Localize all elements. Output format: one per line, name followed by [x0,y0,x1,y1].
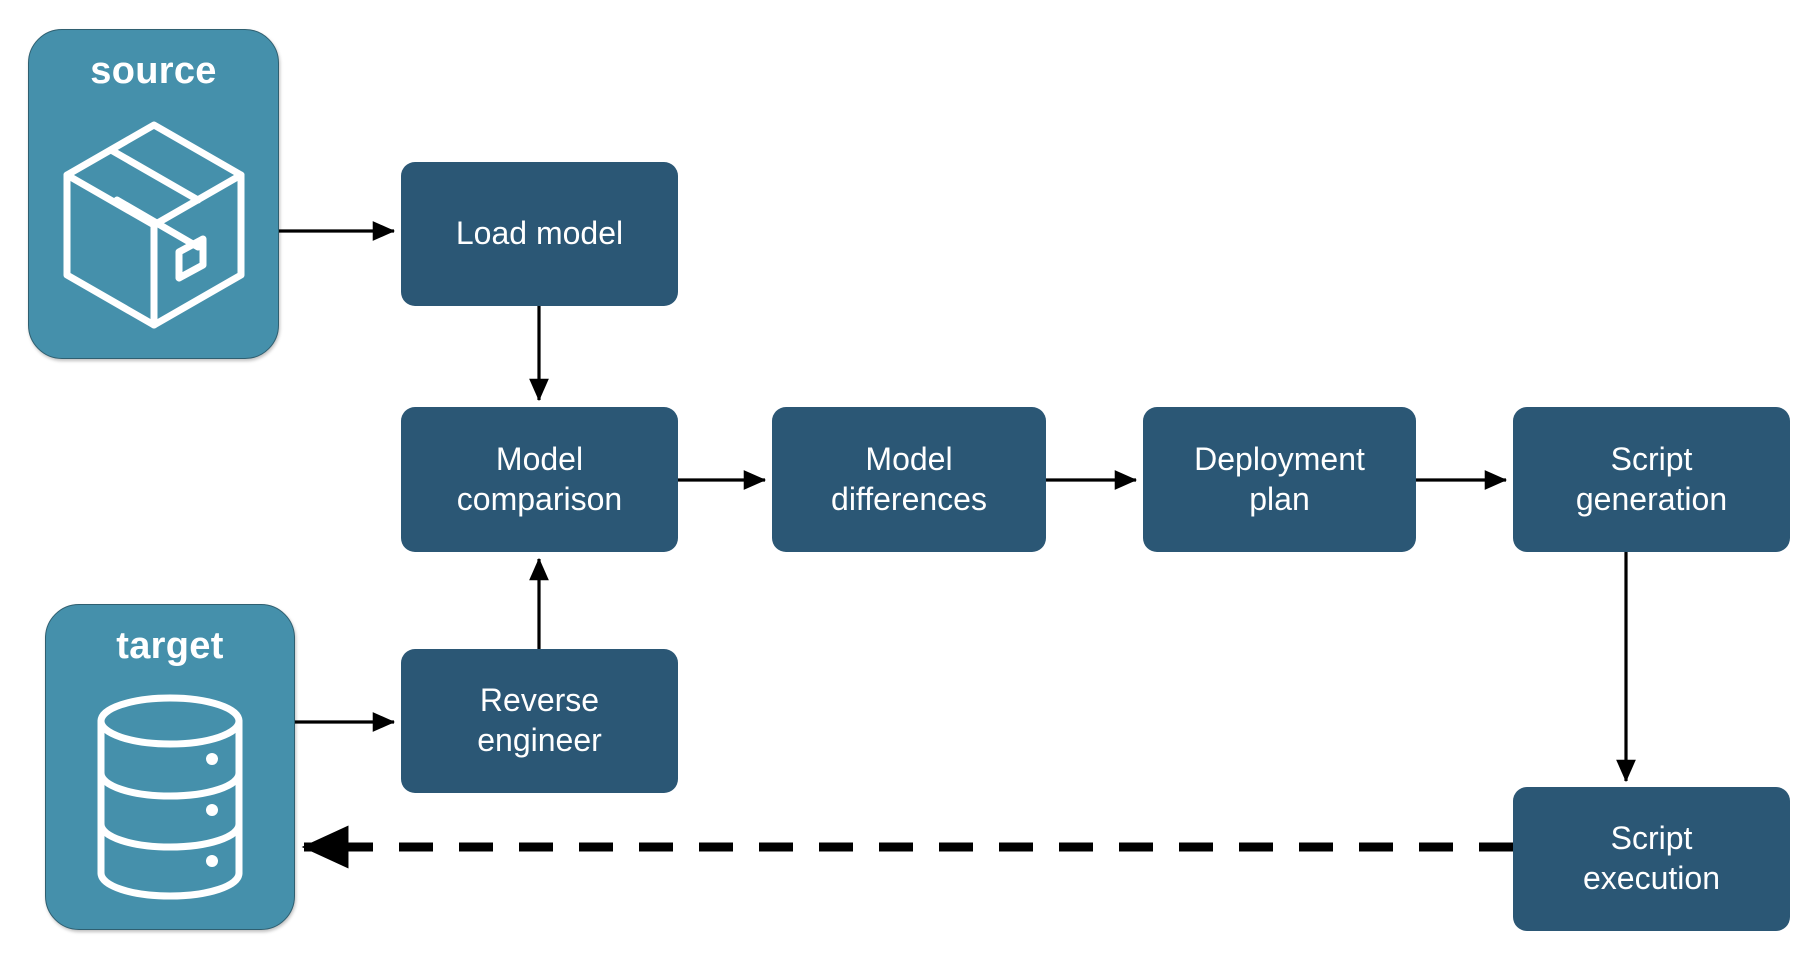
process-reverse-engineer[interactable]: Reverse engineer [401,649,678,793]
process-script-execution[interactable]: Script execution [1513,787,1790,931]
process-model-comparison-label: Model comparison [456,440,623,517]
process-reverse-engineer-label: Reverse engineer [477,682,602,758]
process-deployment-plan[interactable]: Deployment plan [1143,407,1416,552]
package-box-icon [29,90,278,358]
process-model-differences-label: Model differences [831,440,987,517]
process-load-model-label: Load model [455,215,624,252]
process-deployment-plan-label: Deployment plan [1194,440,1365,517]
endpoint-target[interactable]: target [45,604,295,930]
endpoint-source[interactable]: source [28,29,279,359]
process-script-generation[interactable]: Script generation [1513,407,1790,552]
process-script-generation-label: Script generation [1575,440,1728,517]
endpoint-target-label: target [116,625,224,667]
process-load-model[interactable]: Load model [401,162,678,306]
process-model-differences[interactable]: Model differences [772,407,1046,552]
endpoint-source-label: source [90,50,217,92]
process-model-comparison[interactable]: Model comparison [401,407,678,552]
process-script-execution-label: Script execution [1583,820,1720,896]
database-cylinder-icon [46,665,294,929]
